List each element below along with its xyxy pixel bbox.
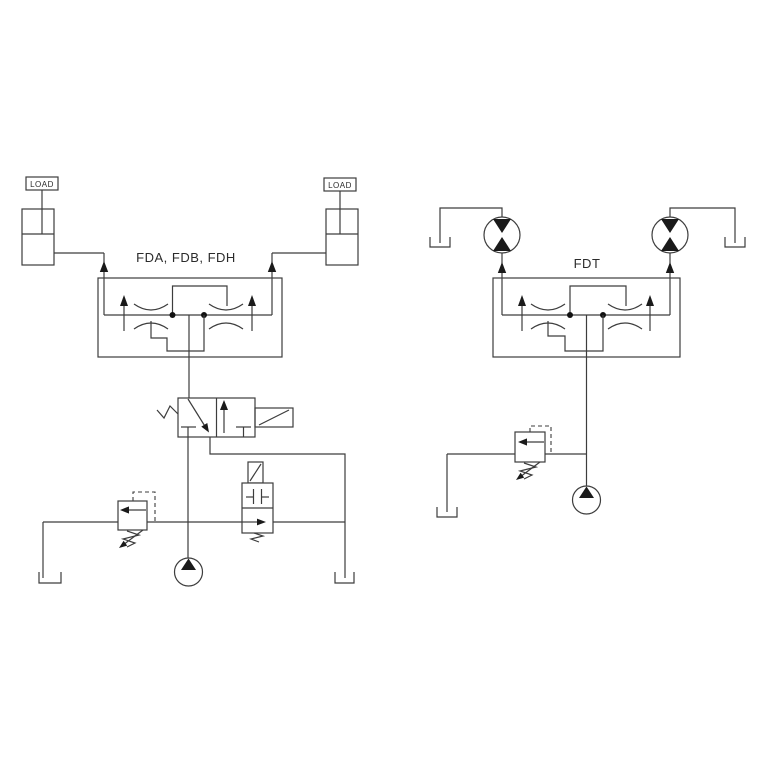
- motor-right: [651, 216, 689, 254]
- pump-left: [173, 557, 204, 587]
- bypass-path: [150, 315, 205, 352]
- solenoid-slash: [249, 463, 262, 482]
- flow-divider-fdt: FDT: [492, 256, 681, 358]
- relief-valve-right: [514, 425, 552, 480]
- orifice-arc: [133, 303, 169, 311]
- flow-arrow-icon: [248, 295, 256, 306]
- flow-arrow-icon: [665, 262, 675, 273]
- spring-icon: [517, 462, 539, 480]
- load-label: LOAD: [30, 180, 54, 189]
- circuit-right: FDT: [429, 207, 746, 518]
- spring-icon: [248, 532, 266, 543]
- pilot-line: [529, 425, 552, 454]
- pilot-line: [132, 491, 156, 522]
- pump-triangle-icon: [181, 558, 196, 570]
- tank-left: [38, 522, 62, 584]
- flow-arrow-icon: [518, 438, 527, 446]
- bypass-valve: [241, 461, 274, 543]
- orifice-arc: [208, 322, 244, 330]
- flow-arrow-icon: [267, 261, 277, 272]
- adjust-arrow: [124, 529, 144, 544]
- flow-divider-fda: FDA, FDB, FDH: [97, 250, 283, 358]
- relief-valve-left: [117, 491, 156, 548]
- orifice-arc: [208, 303, 244, 311]
- tank-icon: [429, 237, 451, 248]
- circuit-left: LOAD LOAD FDA, FDB, FDH: [21, 176, 359, 587]
- pump-triangle-icon: [579, 486, 594, 498]
- spring-icon: [120, 530, 142, 548]
- load-label: LOAD: [328, 181, 352, 190]
- adjust-arrow-icon: [119, 540, 128, 548]
- junction-dot: [169, 312, 176, 318]
- tank-branch-pipe: [209, 437, 346, 578]
- divider-label: FDT: [574, 256, 601, 271]
- pump-circle: [173, 557, 204, 587]
- tank-relief: [436, 454, 458, 518]
- tank-right: [334, 572, 355, 584]
- flow-arrow-icon: [120, 506, 129, 514]
- flow-arrow-icon: [497, 262, 507, 273]
- flow-arrow-icon: [201, 423, 209, 433]
- tank-icon: [38, 572, 62, 584]
- pipe: [669, 207, 736, 243]
- tank-icon: [334, 572, 355, 584]
- load-cylinder-left: LOAD: [21, 176, 59, 266]
- orifice-arc: [530, 303, 566, 311]
- orifice-arc: [607, 322, 643, 330]
- motor-triangle-icon: [661, 219, 679, 233]
- relief-body: [117, 500, 148, 531]
- flow-arrow-icon: [257, 518, 266, 526]
- compensator-bridge: [569, 285, 627, 315]
- divider-label: FDA, FDB, FDH: [136, 250, 236, 265]
- valve-flow-path: [187, 398, 206, 426]
- orifice-arc: [607, 303, 643, 311]
- divider-enclosure: [97, 277, 283, 358]
- relief-body: [514, 431, 546, 463]
- pump-circle: [571, 485, 602, 515]
- cylinder-body: [21, 208, 55, 266]
- adjust-arrow-icon: [516, 472, 525, 480]
- flow-arrow-icon: [220, 400, 228, 410]
- solenoid-slash: [258, 409, 290, 426]
- pump-right: [571, 485, 602, 515]
- tank-icon: [436, 507, 458, 518]
- motor-triangle-icon: [493, 219, 511, 233]
- spring-icon: [156, 404, 179, 420]
- directional-valve: [156, 397, 294, 438]
- compensator-bridge: [171, 285, 228, 315]
- junction-dot: [567, 312, 573, 318]
- tank-icon: [724, 237, 746, 248]
- flow-arrow-icon: [120, 295, 128, 306]
- cylinder-body: [325, 208, 359, 266]
- solenoid-icon: [254, 407, 294, 428]
- flow-arrow-icon: [518, 295, 526, 306]
- flow-arrow-icon: [99, 261, 109, 272]
- flow-arrow-icon: [646, 295, 654, 306]
- pipe: [439, 207, 503, 243]
- motor-triangle-icon: [661, 237, 679, 251]
- load-cylinder-right: LOAD: [323, 177, 359, 266]
- motor-left: [483, 216, 521, 254]
- bypass-path: [547, 315, 604, 352]
- adjust-arrow: [521, 461, 541, 476]
- motor-triangle-icon: [493, 237, 511, 251]
